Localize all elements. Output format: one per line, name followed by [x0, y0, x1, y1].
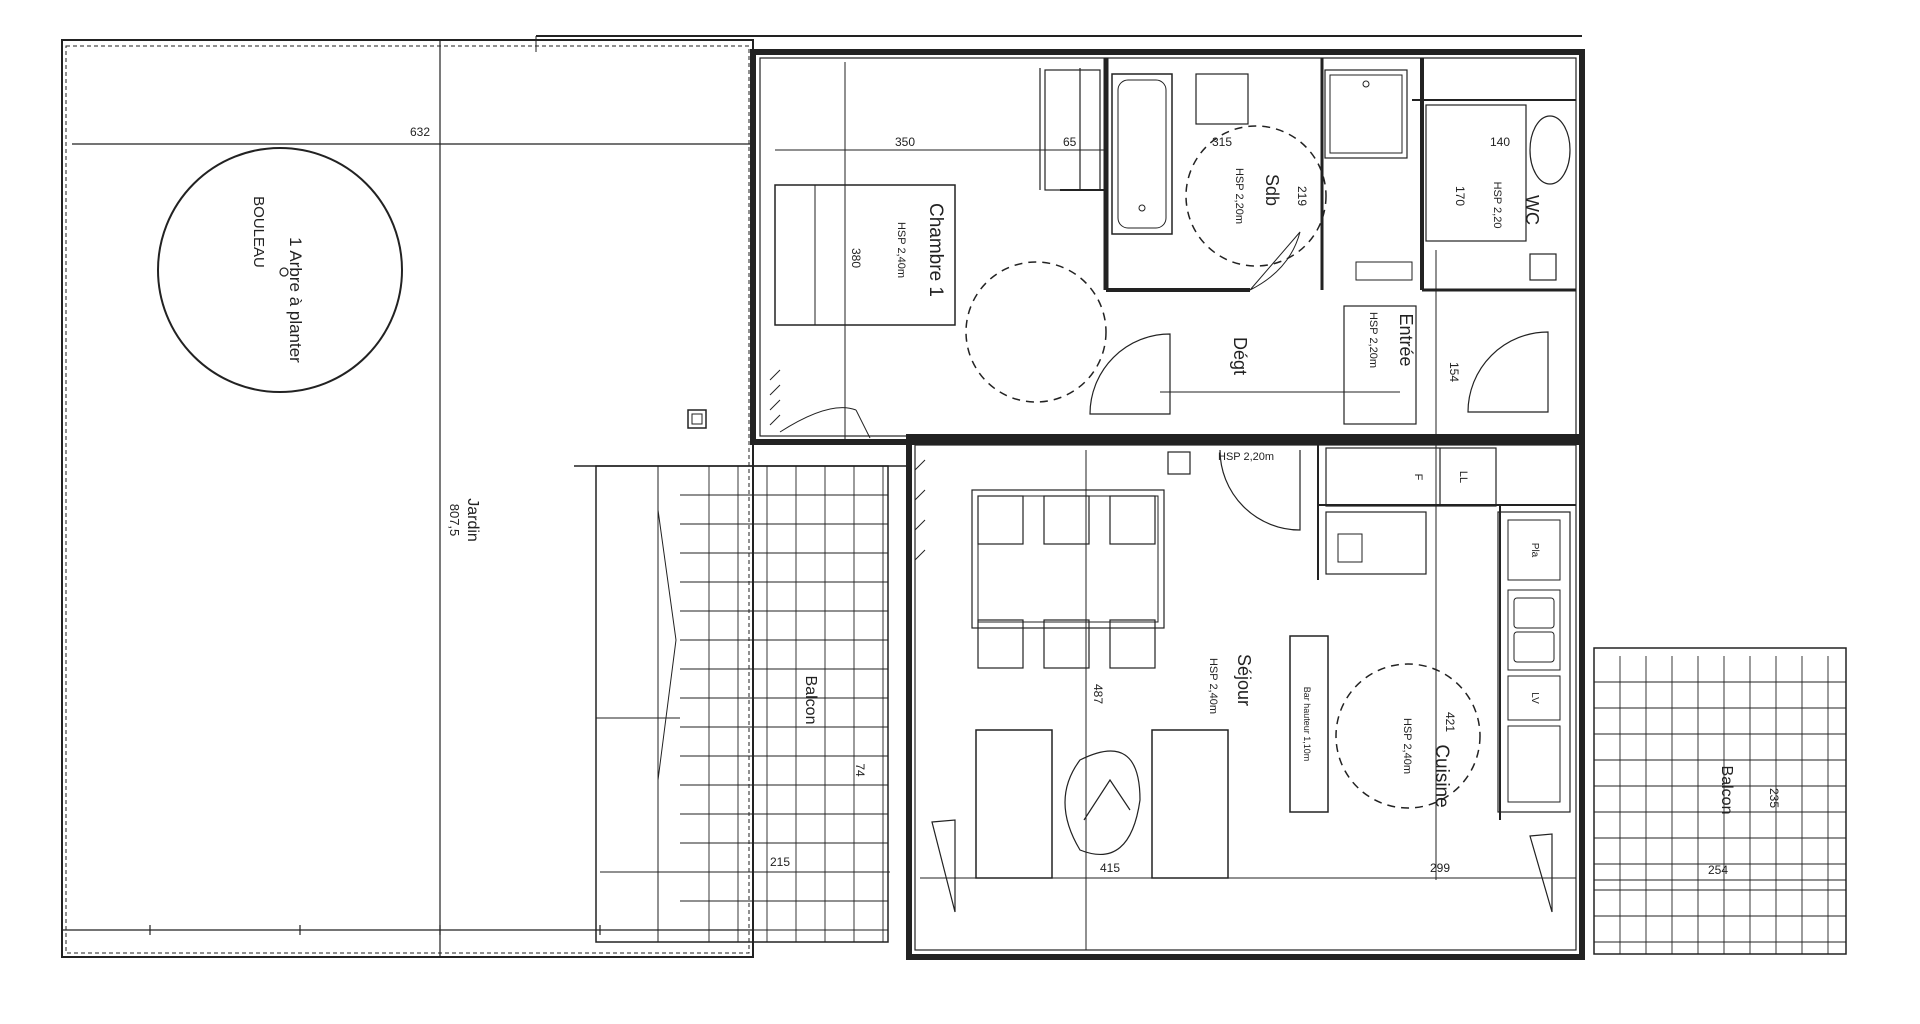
bedroom-width-dim: 350 — [895, 135, 915, 149]
bathroom-height-dim: 219 — [1295, 186, 1309, 206]
apartment-walls — [750, 49, 1585, 960]
lv-label: LV — [1529, 692, 1540, 704]
balcony-right-width-dim: 254 — [1708, 863, 1728, 877]
living-label: Séjour — [1234, 654, 1254, 706]
coffee-table — [1064, 750, 1141, 855]
hob — [1507, 519, 1561, 581]
wall-hatch — [769, 369, 926, 561]
kitchen-label: Cuisine — [1431, 744, 1452, 807]
bathroom-label: Sdb — [1262, 174, 1282, 206]
bathroom-width-dim: 315 — [1212, 135, 1232, 149]
balcony-right-label: Balcon — [1718, 766, 1735, 815]
garden-dimension-label: 632 — [410, 125, 430, 139]
entrance-dim: 154 — [1447, 362, 1461, 382]
wc: WC HSP 2,20 140 170 — [1425, 104, 1571, 281]
bedroom-1: Chambre 1 HSP 2,40m 350 380 65 — [774, 62, 1107, 440]
wc-label: WC — [1522, 195, 1542, 225]
kitchen-hsp: HSP 2,40m — [1401, 718, 1413, 774]
hallway-label: Dégt — [1230, 337, 1250, 375]
bathroom-hsp: HSP 2,20m — [1233, 168, 1245, 224]
bedroom-label: Chambre 1 — [925, 203, 946, 297]
garden-boundary — [61, 35, 1582, 958]
garden-area-label: 807,5 — [447, 504, 462, 537]
turning-circle — [965, 261, 1107, 403]
terrace-left-height-dim: 74 — [853, 763, 867, 777]
entrance-label: Entrée — [1396, 313, 1416, 366]
living-width-dim: 415 — [1100, 861, 1120, 875]
bed — [774, 184, 956, 326]
coat-closet — [1343, 305, 1417, 425]
washbasin — [1195, 73, 1249, 125]
kitchen-width-dim: 299 — [1430, 861, 1450, 875]
tree-label: 1 Arbre à planter — [286, 237, 305, 363]
terrace-left — [574, 465, 910, 943]
terrace-left-width-dim: 215 — [770, 855, 790, 869]
meter-box — [687, 409, 707, 429]
hob-label: Pla — [1529, 543, 1540, 558]
kitchen-counter — [1497, 511, 1571, 813]
living-hsp: HSP 2,40m — [1207, 658, 1219, 714]
wc-width-dim: 140 — [1490, 135, 1510, 149]
wc-hsp: HSP 2,20 — [1491, 182, 1503, 229]
garden-label: Jardin — [464, 498, 481, 542]
meter-box-inner — [691, 413, 703, 425]
balcony-right-height-dim: 235 — [1767, 788, 1781, 808]
fridge-label: F — [1412, 474, 1424, 481]
entrance-to-living-door — [1219, 449, 1301, 531]
armchair — [975, 729, 1053, 879]
shower-tray — [1324, 69, 1408, 159]
appliance-label: LL — [1457, 471, 1469, 483]
wc-height-dim: 170 — [1453, 186, 1467, 206]
hallway-hsp: HSP 2,20m — [1218, 451, 1274, 463]
dressing-tank — [1355, 261, 1413, 281]
entrance: Entrée HSP 2,20m 154 Dégt HSP 2,20m — [1089, 250, 1549, 880]
entrance-hsp: HSP 2,20m — [1367, 312, 1379, 368]
bedroom-door-swing — [1089, 333, 1171, 415]
garden-dimension-line — [62, 40, 753, 957]
kitchen: F LL Pla LV Bar hauteur 1,10m Cuisine HS… — [931, 447, 1571, 913]
turning-circle — [1185, 125, 1327, 267]
living-room: Séjour HSP 2,40m 487 415 — [920, 449, 1576, 950]
tree-species-label: BOULEAU — [250, 196, 267, 268]
closet — [1044, 69, 1101, 191]
bar-counter — [1289, 635, 1329, 813]
bar-label: Bar hauteur 1,10m — [1302, 687, 1312, 762]
toilet — [1529, 115, 1571, 185]
terrace-left-label: Balcon — [802, 676, 819, 725]
sofa — [1151, 729, 1229, 879]
entrance-door-swing — [1467, 331, 1549, 413]
dining-table — [971, 489, 1165, 629]
fridge-unit — [1325, 447, 1497, 507]
balcony-right — [1593, 647, 1847, 955]
bathroom: Sdb HSP 2,20m 315 219 — [1111, 69, 1413, 291]
tree-birch: 1 Arbre à planter BOULEAU — [157, 147, 403, 393]
bedroom-height-dim: 380 — [849, 248, 863, 268]
living-height-dim: 487 — [1091, 684, 1105, 704]
turning-circle — [1335, 663, 1481, 809]
hand-basin — [1529, 253, 1557, 281]
kitchen-height-dim: 421 — [1443, 712, 1457, 732]
sink — [1507, 589, 1561, 671]
closet-dim: 65 — [1063, 135, 1077, 149]
bedroom-hsp: HSP 2,40m — [895, 222, 907, 278]
bathtub — [1111, 73, 1173, 235]
dishwasher — [1337, 533, 1363, 563]
